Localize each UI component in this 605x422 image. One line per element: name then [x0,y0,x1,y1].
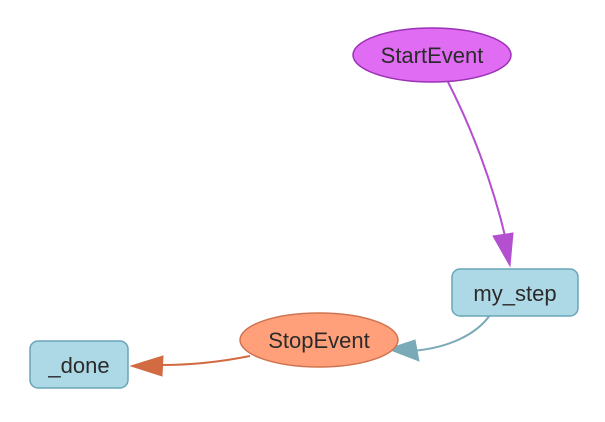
edge-start-to-my-step-line [447,81,507,241]
node-done-shape [29,340,129,389]
node-stop-event[interactable]: StopEvent [239,312,399,368]
node-done-label: _done [47,353,109,378]
node-my-step-shape [451,268,579,317]
node-stop-event-label: StopEvent [268,328,370,353]
node-done[interactable]: _done [29,340,129,389]
edge-stop-to-done [129,355,251,377]
edge-start-to-my-step-arrowhead [492,232,514,268]
node-start-event-shape [352,27,512,83]
edge-my-step-to-stop-arrowhead [386,339,420,362]
edge-stop-to-done-line [161,355,251,366]
edge-my-step-to-stop [386,314,491,362]
node-start-event-label: StartEvent [381,43,484,68]
node-start-event[interactable]: StartEvent [352,27,512,83]
node-my-step[interactable]: my_step [451,268,579,317]
edge-my-step-to-stop-line [411,314,491,352]
edge-start-to-my-step [447,81,514,268]
node-my-step-label: my_step [473,281,556,306]
node-stop-event-shape [239,312,399,368]
edge-stop-to-done-arrowhead [129,355,164,377]
